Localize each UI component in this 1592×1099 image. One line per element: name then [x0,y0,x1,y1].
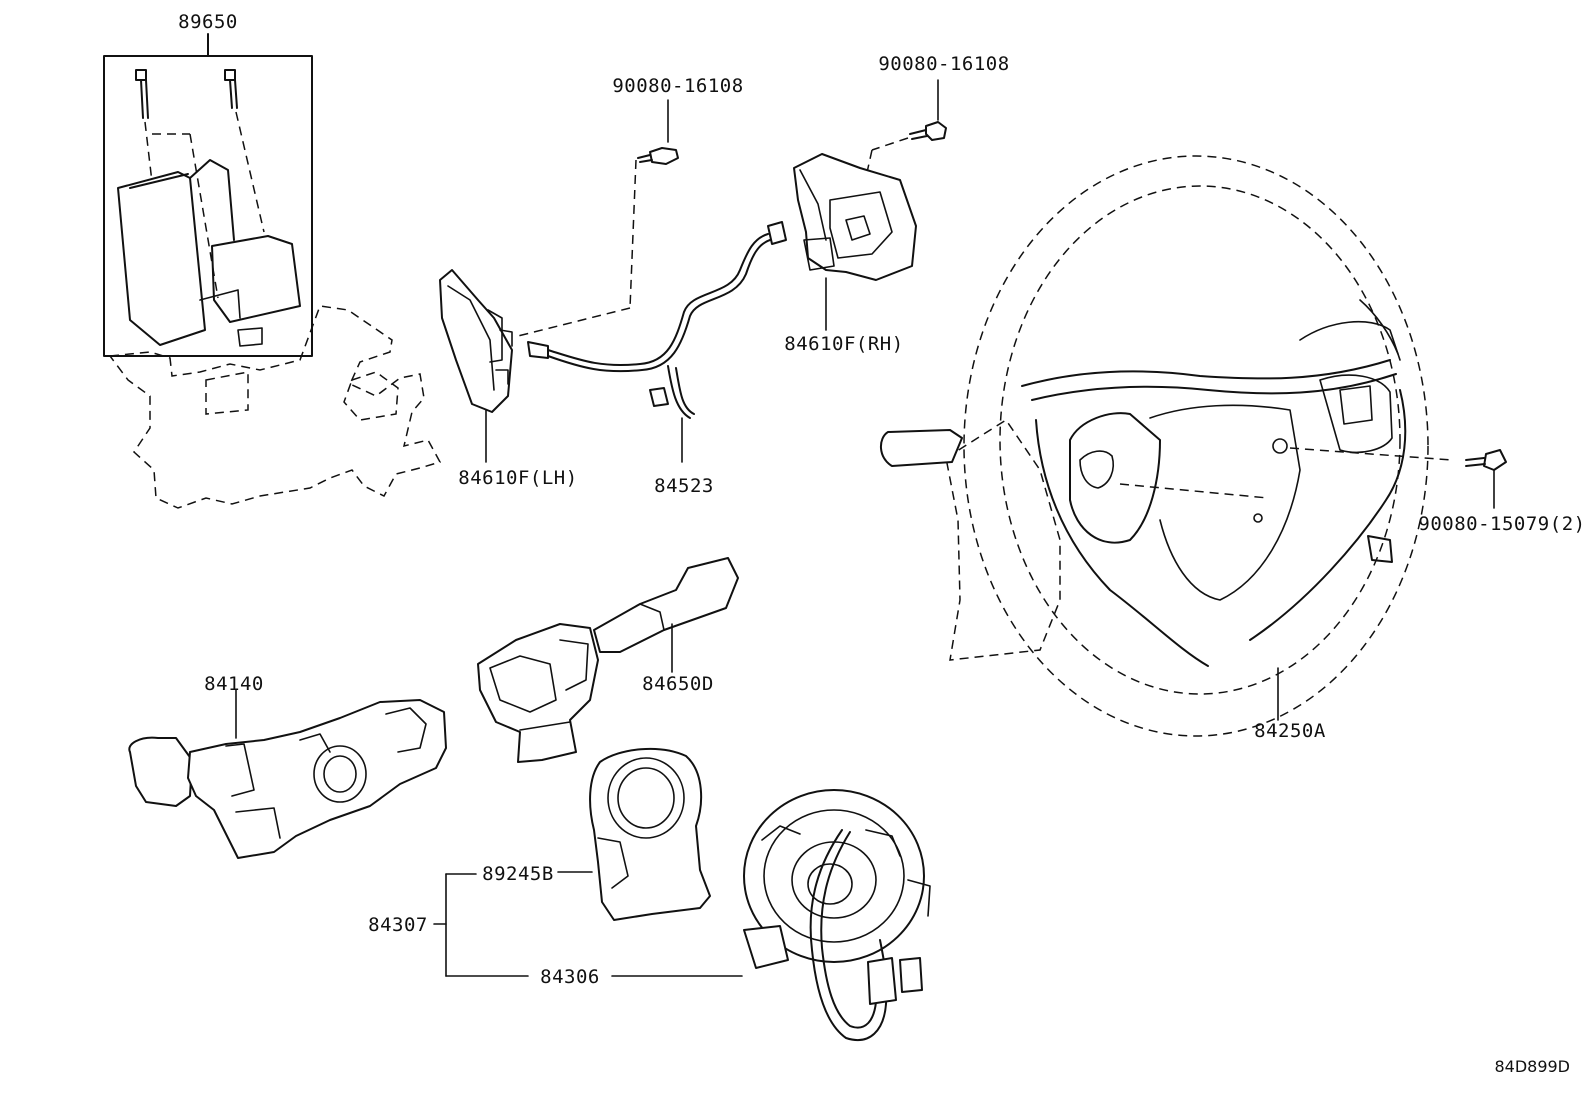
label-84610f-lh: 84610F(LH) [458,467,577,489]
wire-harness [527,221,787,463]
label-84250a: 84250A [1254,720,1326,742]
label-84523: 84523 [654,475,714,497]
label-84610f-rh: 84610F(RH) [784,333,903,355]
bolt-icon [224,69,238,109]
label-bolt-top-left: 90080-16108 [612,75,743,97]
figure-code: 84D899D [1494,1057,1570,1076]
group-bracket [433,873,743,977]
label-84140: 84140 [204,673,264,695]
label-84650d: 84650D [642,673,714,695]
label-89245b: 89245B [482,863,554,885]
spiral-cable [743,789,931,1041]
bolt-icon [1465,449,1507,509]
label-89650: 89650 [178,11,238,33]
label-bolt-wheel: 90080-15079(2) [1418,513,1585,535]
steering-wheel [880,155,1453,737]
turn-signal-switch [128,689,447,859]
bolt-icon [909,79,947,141]
steering-switch-rh [793,153,917,331]
steering-angle-sensor [557,747,711,921]
bolt-icon [637,99,679,165]
bolt-icon [135,69,149,119]
wiper-switch [477,557,739,763]
label-bolt-top-right: 90080-16108 [878,53,1009,75]
steering-column-ecu-assembly [103,33,442,509]
label-84306: 84306 [540,966,600,988]
steering-switch-lh [439,269,513,463]
label-84307: 84307 [368,914,428,936]
